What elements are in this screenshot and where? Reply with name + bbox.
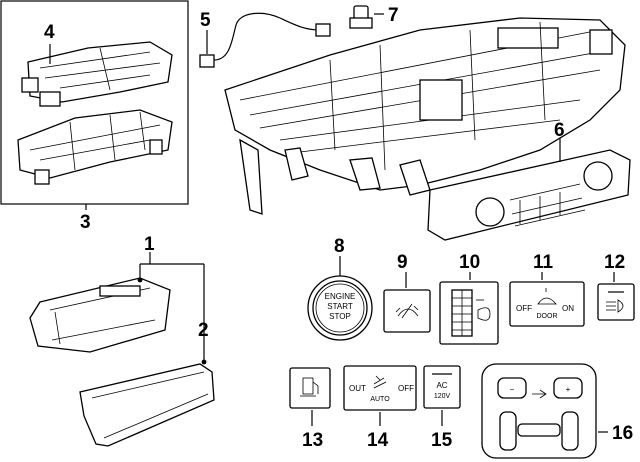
part-group-box-3: 4	[0, 0, 189, 205]
callout-13: 13	[302, 430, 323, 451]
auto-switch-auto-label: AUTO	[370, 396, 390, 403]
wiper-icon	[395, 303, 419, 319]
auto-switch-off-label: OFF	[398, 384, 414, 393]
callout-12: 12	[604, 252, 625, 273]
engine-label: ENGINE	[325, 292, 356, 301]
callout-11: 11	[533, 252, 554, 273]
seat-plus-label: +	[566, 385, 571, 394]
part-13-fuel-door-switch: 13	[289, 367, 331, 451]
callout-6: 6	[554, 120, 565, 141]
stop-label: STOP	[329, 312, 351, 321]
headlight-icon	[476, 299, 491, 321]
part-1-cluster-housing	[29, 277, 171, 353]
door-switch-off-label: OFF	[516, 304, 532, 313]
start-label: START	[327, 302, 353, 311]
part-9-switch: 9	[383, 252, 431, 333]
part-7-sensor: 7	[349, 5, 399, 29]
callout-3: 3	[80, 212, 91, 233]
callout-15: 15	[431, 430, 453, 451]
callout-7: 7	[388, 5, 399, 26]
arrow-icon	[532, 389, 547, 399]
callout-1: 1	[144, 234, 155, 255]
part-4-module-cover	[21, 41, 173, 107]
callout-16: 16	[612, 423, 633, 444]
ac-voltage-label: 120V	[434, 393, 451, 400]
part-11-door-switch: 11 OFF ON DOOR	[509, 252, 585, 327]
callout-2: 2	[198, 320, 209, 341]
auto-high-beam-icon	[606, 299, 624, 313]
part-6-climate-control: 6	[427, 120, 631, 241]
callout-4: 4	[44, 22, 55, 43]
dome-light-icon	[537, 288, 557, 305]
part-3-frame	[17, 109, 173, 185]
part-15-ac-outlet-switch: AC 120V 15	[423, 365, 461, 451]
callout-9: 9	[397, 252, 408, 273]
part-12-switch: 12	[597, 252, 635, 321]
part-8-engine-start-button: 8 ENGINE START STOP	[307, 236, 373, 341]
callout-10: 10	[459, 252, 480, 273]
part-10-dimmer-switch: 10	[439, 252, 499, 345]
part-14-auto-switch: OUT OFF AUTO 14	[343, 365, 417, 451]
door-switch-door-label: DOOR	[537, 313, 558, 320]
ac-label: AC	[436, 381, 447, 390]
door-switch-on-label: ON	[562, 304, 574, 313]
dashboard-frame	[224, 17, 626, 215]
auto-switch-out-label: OUT	[349, 384, 366, 393]
callout-8: 8	[334, 236, 345, 257]
part-5-wire-harness: 5	[199, 10, 331, 68]
callout-14: 14	[367, 430, 389, 451]
part-2-cluster-lens	[79, 363, 215, 447]
part-16-seat-control-panel: − + 16	[481, 363, 633, 459]
seat-minus-label: −	[510, 385, 515, 394]
callout-5: 5	[200, 10, 211, 31]
fuel-pump-icon	[300, 377, 319, 397]
vent-icon	[373, 375, 387, 389]
